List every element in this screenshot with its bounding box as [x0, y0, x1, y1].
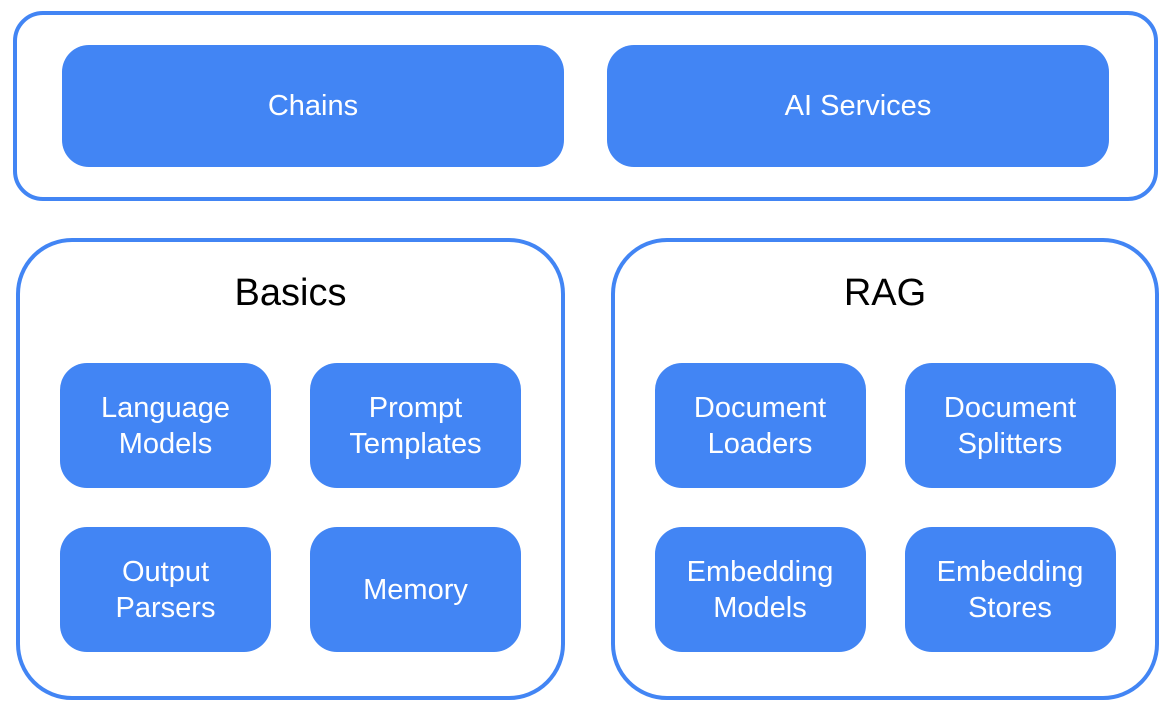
- group-basics-title: Basics: [234, 272, 347, 314]
- box-embedding-models: Embedding Models: [654, 527, 866, 652]
- box-ai-services: AI Services: [607, 45, 1109, 167]
- box-output-parsers: Output Parsers: [60, 527, 271, 652]
- box-chains-label: Chains: [267, 90, 359, 122]
- box-document-splitters-label: Document Splitters: [943, 391, 1077, 460]
- box-embedding-stores-label: Embedding Stores: [936, 555, 1084, 624]
- box-memory: Memory: [310, 527, 521, 652]
- box-document-loaders: Document Loaders: [654, 363, 866, 488]
- top-level-group: Chains AI Services: [13, 11, 1158, 201]
- box-language-models: Language Models: [60, 363, 271, 488]
- box-chains: Chains: [62, 45, 564, 167]
- box-embedding-models-label: Embedding Models: [686, 555, 834, 624]
- group-rag-title: RAG: [843, 272, 927, 314]
- box-prompt-templates: Prompt Templates: [310, 363, 521, 488]
- box-output-parsers-label: Output Parsers: [115, 555, 216, 624]
- group-basics: Basics Language Models Prompt Templates …: [16, 238, 565, 700]
- group-basics-grid: Language Models Prompt Templates Output …: [20, 363, 561, 652]
- box-ai-services-label: AI Services: [784, 90, 932, 122]
- box-embedding-stores: Embedding Stores: [904, 527, 1116, 652]
- group-rag-grid: Document Loaders Document Splitters Embe…: [615, 363, 1155, 652]
- box-memory-label: Memory: [363, 573, 468, 606]
- group-rag: RAG Document Loaders Document Splitters …: [611, 238, 1159, 700]
- box-language-models-label: Language Models: [100, 391, 231, 460]
- box-document-splitters: Document Splitters: [904, 363, 1116, 488]
- box-prompt-templates-label: Prompt Templates: [349, 391, 482, 460]
- box-document-loaders-label: Document Loaders: [693, 391, 827, 460]
